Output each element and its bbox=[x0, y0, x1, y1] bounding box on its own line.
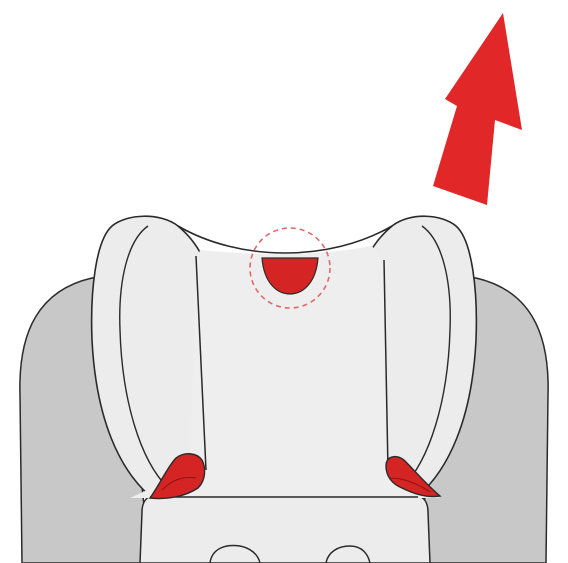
seat-back-center bbox=[130, 225, 440, 498]
pull-up-arrow bbox=[433, 13, 522, 205]
belt-guide-left bbox=[148, 453, 206, 500]
seat-back-lower bbox=[139, 493, 431, 563]
headrest-adjust-handle bbox=[249, 227, 331, 309]
belt-guide-right bbox=[385, 455, 442, 498]
handle-highlight-circle bbox=[249, 227, 331, 309]
